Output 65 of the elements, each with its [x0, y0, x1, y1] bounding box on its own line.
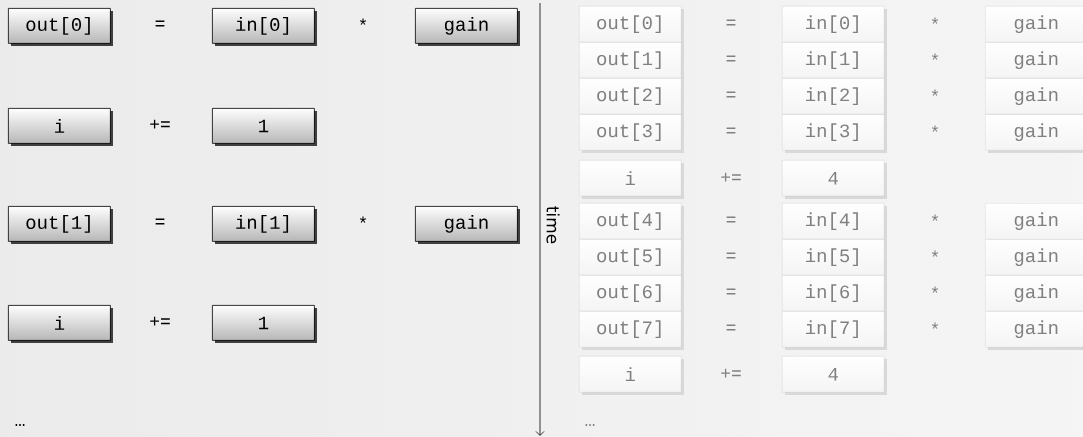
code-box: in[0]	[212, 8, 317, 46]
code-box: gain	[985, 6, 1083, 45]
axis-label: time	[546, 206, 560, 244]
code-box: in[1]	[782, 42, 887, 81]
operator-label: *	[931, 322, 939, 329]
operator-label: =	[155, 218, 165, 225]
code-box: out[5]	[579, 239, 684, 278]
code-box: gain	[985, 311, 1083, 350]
operator-label: *	[931, 125, 939, 132]
operator-label: +=	[150, 119, 170, 129]
operator-label: =	[726, 55, 736, 62]
operator-label: …	[585, 424, 595, 426]
code-box: in[2]	[782, 78, 887, 117]
operator-label: =	[155, 20, 165, 27]
code-box: i	[8, 108, 113, 146]
operator-label: +=	[150, 316, 170, 326]
operator-label: +=	[721, 172, 741, 182]
code-box: in[6]	[782, 275, 887, 314]
operator-label: =	[726, 288, 736, 295]
operator-label: *	[931, 250, 939, 257]
code-box: gain	[985, 42, 1083, 81]
code-box: in[1]	[212, 206, 317, 244]
code-box: 4	[782, 160, 887, 199]
code-box: out[1]	[579, 42, 684, 81]
operator-label: *	[359, 18, 367, 25]
code-box: i	[579, 356, 684, 395]
operator-label: =	[726, 252, 736, 259]
code-box: gain	[985, 203, 1083, 242]
code-box: out[2]	[579, 78, 684, 117]
operator-label: …	[15, 424, 25, 426]
operator-label: *	[931, 214, 939, 221]
code-box: in[7]	[782, 311, 887, 350]
code-box: out[1]	[8, 206, 113, 244]
code-box: in[3]	[782, 114, 887, 153]
code-box: gain	[985, 239, 1083, 278]
operator-label: *	[931, 53, 939, 60]
operator-label: *	[931, 89, 939, 96]
code-box: i	[8, 305, 113, 343]
code-box: out[0]	[8, 8, 113, 46]
code-box: 4	[782, 356, 887, 395]
code-box: in[5]	[782, 239, 887, 278]
operator-label: =	[726, 91, 736, 98]
code-box: 1	[212, 108, 317, 146]
operator-label: =	[726, 19, 736, 26]
code-box: out[3]	[579, 114, 684, 153]
code-box: gain	[415, 206, 520, 244]
operator-label: =	[726, 216, 736, 223]
operator-label: *	[359, 216, 367, 223]
code-box: gain	[985, 114, 1083, 153]
code-box: out[7]	[579, 311, 684, 350]
code-box: i	[579, 160, 684, 199]
code-box: out[0]	[579, 6, 684, 45]
code-box: 1	[212, 305, 317, 343]
operator-label: =	[726, 127, 736, 134]
code-box: in[0]	[782, 6, 887, 45]
operator-label: +=	[721, 368, 741, 378]
operator-label: *	[931, 17, 939, 24]
operator-label: =	[726, 324, 736, 331]
code-box: out[4]	[579, 203, 684, 242]
code-box: out[6]	[579, 275, 684, 314]
code-box: gain	[985, 275, 1083, 314]
code-box: gain	[985, 78, 1083, 117]
operator-label: *	[931, 286, 939, 293]
code-box: gain	[415, 8, 520, 46]
code-box: in[4]	[782, 203, 887, 242]
